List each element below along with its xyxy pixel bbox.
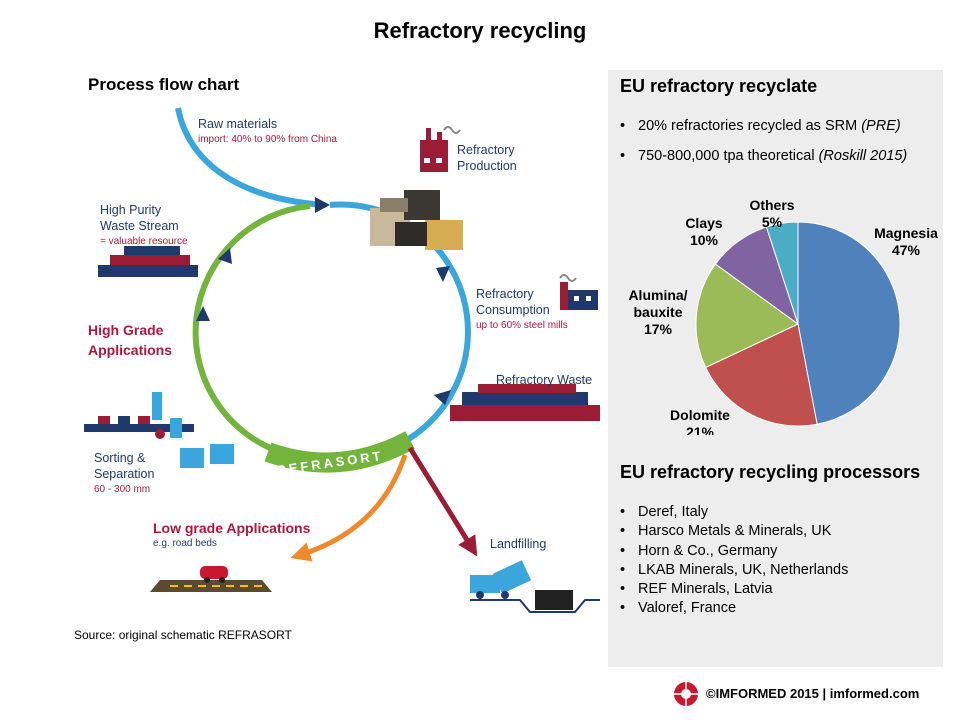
- right-panel: EU refractory recyclate 20% refractories…: [608, 70, 943, 667]
- high-grade-label: High Grade Applications: [88, 320, 172, 360]
- production-line2: Production: [457, 159, 517, 173]
- raw-materials-label: Raw materials import: 40% to 90% from Ch…: [198, 116, 337, 148]
- factory-icon: [420, 126, 461, 172]
- processor-item: Harsco Metals & Minerals, UK: [620, 522, 848, 542]
- source-note: Source: original schematic REFRASORT: [74, 628, 292, 642]
- arrowhead-icon: [436, 266, 450, 282]
- low-grade-title: Low grade Applications: [153, 520, 311, 536]
- recyclate-bullet: 750-800,000 tpa theoretical (Roskill 201…: [620, 148, 907, 164]
- landfilling-label: Landfilling: [490, 537, 547, 551]
- road-car-icon: [150, 566, 272, 592]
- sorting-machine-icon: [84, 392, 234, 468]
- pie-category-label: Clays: [685, 215, 723, 231]
- processor-item: REF Minerals, Latvia: [620, 580, 848, 600]
- raw-material-arrow: [175, 107, 326, 208]
- pie-slice-alumina-bauxite: [695, 263, 799, 369]
- processors-list: Deref, ItalyHarsco Metals & Minerals, UK…: [620, 503, 848, 619]
- sorting-line1: Sorting &: [94, 451, 146, 465]
- pie-value-label: 17%: [644, 321, 673, 337]
- high-purity-label: High Purity Waste Stream = valuable reso…: [100, 202, 188, 250]
- sorting-line2: Separation: [94, 467, 155, 481]
- factory-icon: [559, 274, 598, 310]
- processor-item: Horn & Co., Germany: [620, 542, 848, 562]
- low-grade-label: Low grade Applications e.g. road beds: [153, 520, 310, 552]
- recyclate-bullet: 20% refractories recycled as SRM (PRE): [620, 118, 907, 134]
- pie-category-label: Magnesia: [874, 225, 938, 241]
- processor-item: LKAB Minerals, UK, Netherlands: [620, 561, 848, 581]
- sorting-label: Sorting & Separation 60 - 300 mm: [94, 450, 154, 498]
- pie-category-label: bauxite: [633, 304, 682, 320]
- refrasort-band: [264, 431, 415, 473]
- low-grade-arrow: [290, 454, 408, 562]
- recyclate-list: 20% refractories recycled as SRM (PRE) 7…: [620, 118, 907, 164]
- pie-category-label: Alumina/: [628, 287, 687, 303]
- cycle-green-arc: [192, 203, 311, 455]
- raw-materials-note: import: 40% to 90% from China: [198, 134, 337, 145]
- consumption-line2: Consumption: [476, 303, 550, 317]
- process-flow-diagram: REFRASORT: [84, 107, 600, 613]
- arrowhead-icon: [315, 197, 330, 213]
- pie-value-label: 5%: [762, 214, 783, 230]
- low-grade-note: e.g. road beds: [153, 538, 217, 549]
- pie-category-label: Others: [749, 197, 794, 213]
- pie-slice-magnesia: [797, 221, 901, 425]
- pie-slice-others: [765, 221, 799, 325]
- pie-value-label: 47%: [892, 242, 921, 258]
- sorting-note: 60 - 300 mm: [94, 484, 151, 495]
- pie-slice-dolomite: [705, 323, 818, 427]
- landfill-truck-icon: [470, 560, 600, 613]
- production-label: Refractory Production: [457, 142, 517, 174]
- page-title: Refractory recycling: [373, 18, 587, 43]
- high-grade-line1: High Grade: [88, 322, 164, 338]
- high-purity-note: = valuable resource: [100, 236, 188, 247]
- pie-value-label: 10%: [690, 232, 719, 248]
- processor-item: Valoref, France: [620, 599, 848, 619]
- refractory-waste-pile-icon: [450, 384, 600, 421]
- arrowhead-icon: [434, 390, 451, 405]
- processors-heading: EU refractory recycling processors: [620, 462, 921, 482]
- consumption-note: up to 60% steel mills: [476, 320, 568, 331]
- landfill-arrow: [407, 446, 478, 557]
- arrowhead-icon: [196, 306, 210, 321]
- consumption-line1: Refractory: [476, 287, 534, 301]
- pie-category-label: Dolomite: [670, 407, 730, 423]
- raw-materials-title: Raw materials: [198, 117, 278, 131]
- flowchart-heading: Process flow chart: [88, 75, 240, 94]
- imformed-logo-icon: [674, 682, 698, 706]
- waste-label: Refractory Waste: [496, 373, 593, 387]
- production-line1: Refractory: [457, 143, 515, 157]
- high-purity-line1: High Purity: [100, 203, 162, 217]
- pie-value-label: 21%: [686, 424, 715, 435]
- processor-item: Deref, Italy: [620, 503, 848, 523]
- consumption-label: Refractory Consumption up to 60% steel m…: [476, 286, 568, 334]
- recyclate-heading: EU refractory recyclate: [620, 76, 818, 96]
- high-purity-line2: Waste Stream: [100, 219, 179, 233]
- high-purity-stack-icon: [98, 246, 198, 277]
- refractory-bricks-image: [370, 190, 463, 250]
- arrowhead-icon: [218, 248, 232, 264]
- high-grade-line2: Applications: [88, 342, 173, 358]
- footer-copyright: ©IMFORMED 2015 | imformed.com: [706, 686, 920, 701]
